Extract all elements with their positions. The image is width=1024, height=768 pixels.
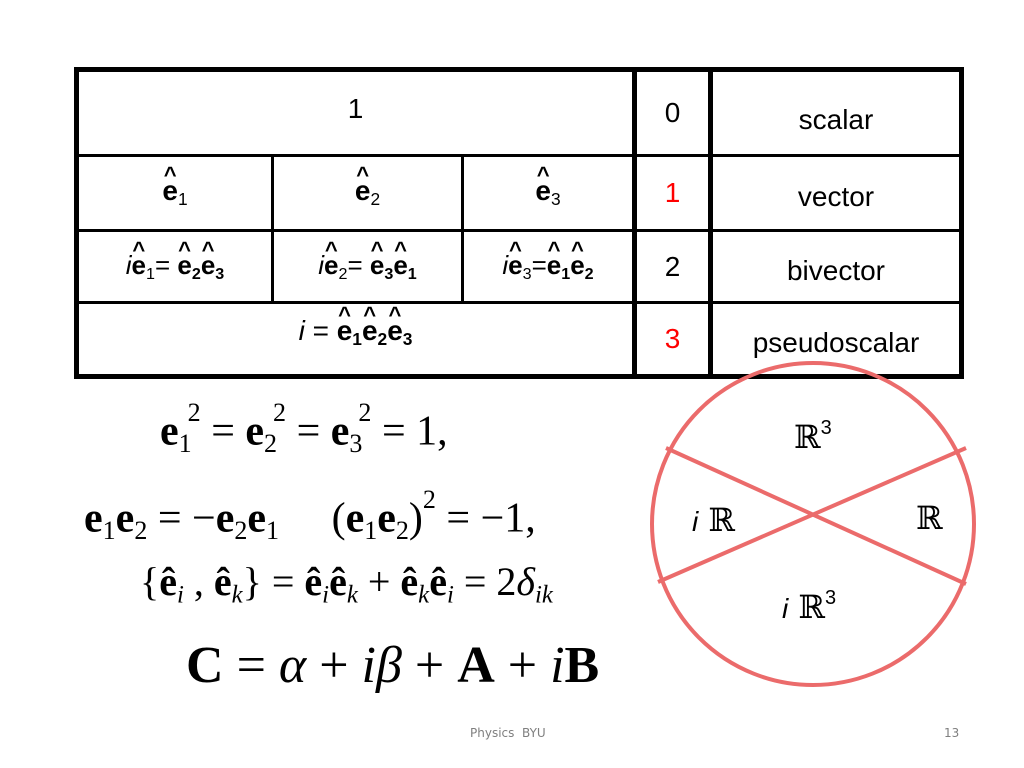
cell-ie3: ie3=e1e2 [461, 229, 636, 304]
cell-ie1: ie1= e2e3 [75, 229, 274, 304]
equation-anticommutator: {êi , êk} = êiêk + êkêi = 2δik [140, 559, 553, 609]
blade-grade-table: 1 0 scalar e1 e2 e3 1 vector ie1= e2e3 i… [74, 67, 964, 379]
slide-number: 13 [944, 726, 960, 740]
equation-general-element: C = α + iβ + A + iB [186, 637, 600, 694]
region-r: ℝ [916, 499, 943, 537]
cell-grade-2: 2 [632, 229, 713, 304]
diagram-shapes [650, 361, 976, 687]
diagram-line-up [657, 446, 967, 584]
cell-grade-3: 3 [632, 301, 713, 378]
pseudoscalar-expression: i = e1e2e3 [299, 317, 413, 349]
region-i-r: i ℝ [692, 501, 735, 539]
cell-name-scalar: scalar [709, 68, 963, 157]
cell-scalar-blade: 1 [75, 68, 636, 157]
e2-expression: e2 [355, 177, 380, 209]
cell-name-bivector: bivector [709, 229, 963, 304]
cell-e2: e2 [271, 154, 464, 232]
ie1-expression: ie1= e2e3 [126, 252, 225, 282]
region-r3: ℝ3 [794, 417, 832, 456]
equation-squares: e12 = e22 = e32 = 1, [160, 398, 448, 459]
cell-name-vector: vector [709, 154, 963, 232]
diagram-circle [650, 361, 976, 687]
diagram-line-down [665, 446, 967, 586]
cell-grade-0: 0 [632, 68, 713, 157]
cell-grade-1: 1 [632, 154, 713, 232]
table-row-scalar: 1 0 scalar [75, 68, 963, 157]
cell-ie2: ie2= e3e1 [271, 229, 464, 304]
scalar-blade-text: 1 [347, 93, 364, 124]
ie3-expression: ie3=e1e2 [502, 252, 593, 282]
cell-e3: e3 [461, 154, 636, 232]
number-system-diagram: ℝ3 i ℝ ℝ i ℝ3 [646, 356, 986, 696]
region-i-r3: i ℝ3 [782, 587, 837, 626]
e3-expression: e3 [535, 177, 560, 209]
ie2-expression: ie2= e3e1 [318, 252, 417, 282]
cell-e1: e1 [75, 154, 274, 232]
cell-pseudoscalar-blade: i = e1e2e3 [75, 301, 636, 378]
table-row-bivector: ie1= e2e3 ie2= e3e1 ie3=e1e2 2 bivector [75, 229, 963, 304]
footer-label: Physics BYU [470, 726, 546, 740]
e1-expression: e1 [162, 177, 187, 209]
equation-anticommute: e1e2 = −e2e1 (e1e2)2 = −1, [84, 485, 536, 546]
table-row-vector: e1 e2 e3 1 vector [75, 154, 963, 232]
